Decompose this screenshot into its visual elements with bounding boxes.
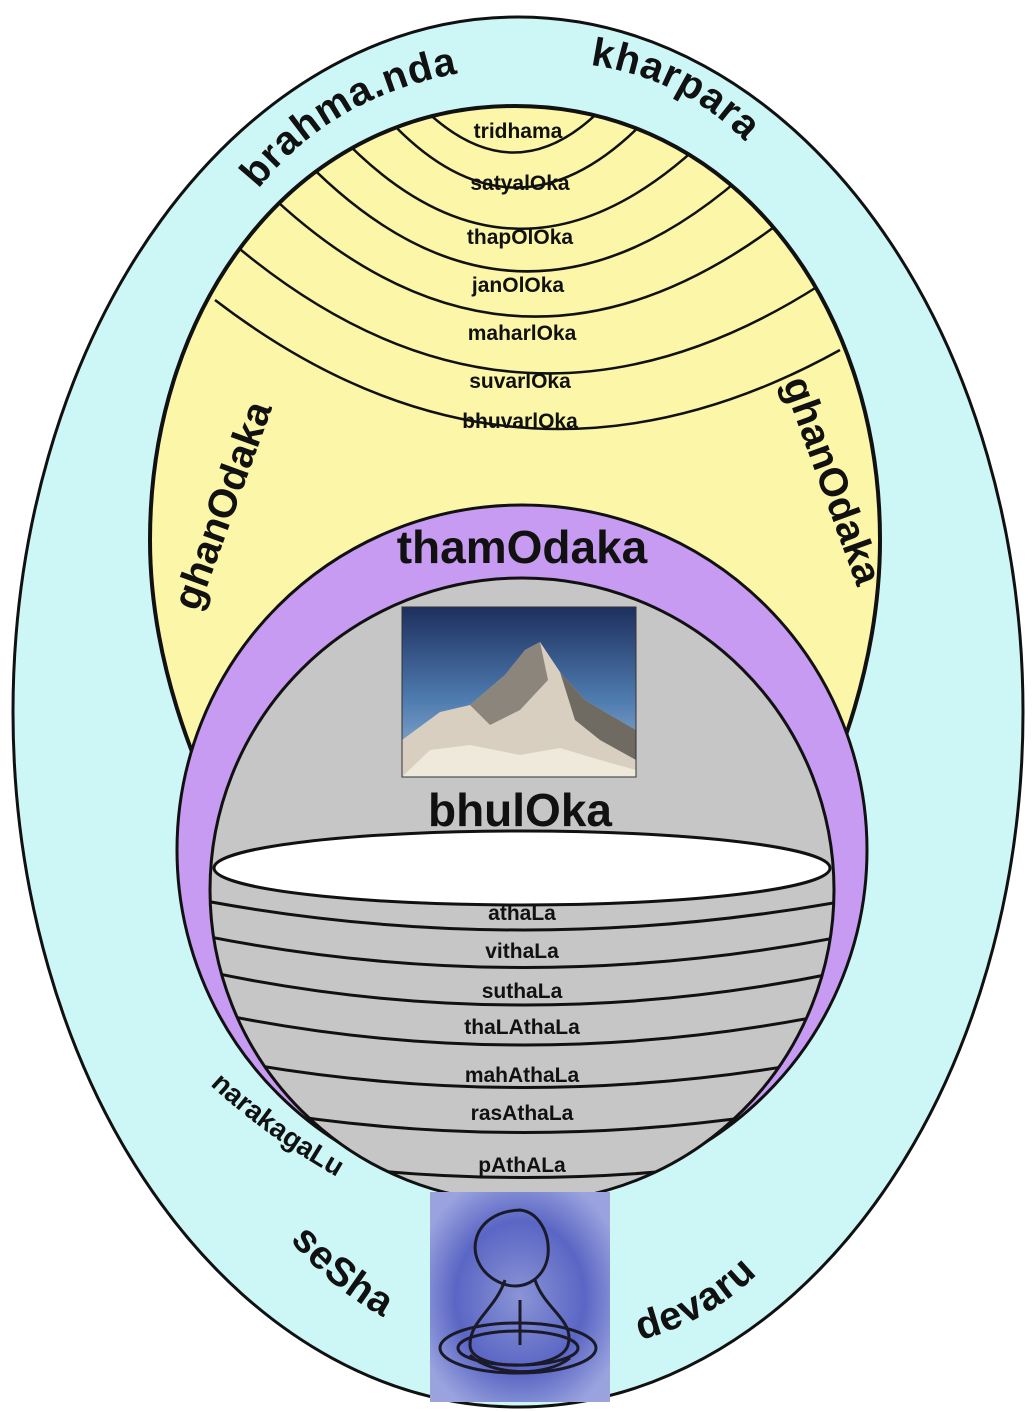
- underworld-opening: [212, 829, 832, 907]
- lower-worlds: athaLa vithaLa suthaLa thaLAthaLa mahAth…: [464, 902, 580, 1177]
- lower-world-label: mahAthaLa: [465, 1064, 580, 1087]
- mountain-photo: [401, 606, 637, 778]
- label-bhuloka: bhulOka: [428, 784, 612, 836]
- upper-world-label: suvarlOka: [469, 370, 571, 393]
- lower-world-label: suthaLa: [482, 980, 563, 1003]
- upper-world-label: thapOlOka: [467, 226, 574, 249]
- lower-world-label: vithaLa: [485, 940, 559, 963]
- lower-world-label: thaLAthaLa: [464, 1016, 580, 1039]
- upper-world-label: tridhama: [474, 120, 563, 143]
- serpent-drawing: [430, 1192, 610, 1402]
- upper-world-label: janOlOka: [471, 274, 565, 297]
- upper-worlds: tridhama satyalOka thapOlOka janOlOka ma…: [462, 120, 578, 433]
- upper-world-label: bhuvarlOka: [462, 410, 578, 433]
- lower-world-label: rasAthaLa: [471, 1102, 574, 1125]
- label-thamodaka: thamOdaka: [397, 521, 648, 573]
- lower-world-label: athaLa: [488, 902, 556, 925]
- upper-world-arcs: [214, 106, 841, 431]
- upper-world-label: maharlOka: [468, 322, 577, 345]
- upper-world-label: satyalOka: [470, 172, 570, 195]
- lower-world-label: pAthALa: [478, 1154, 566, 1177]
